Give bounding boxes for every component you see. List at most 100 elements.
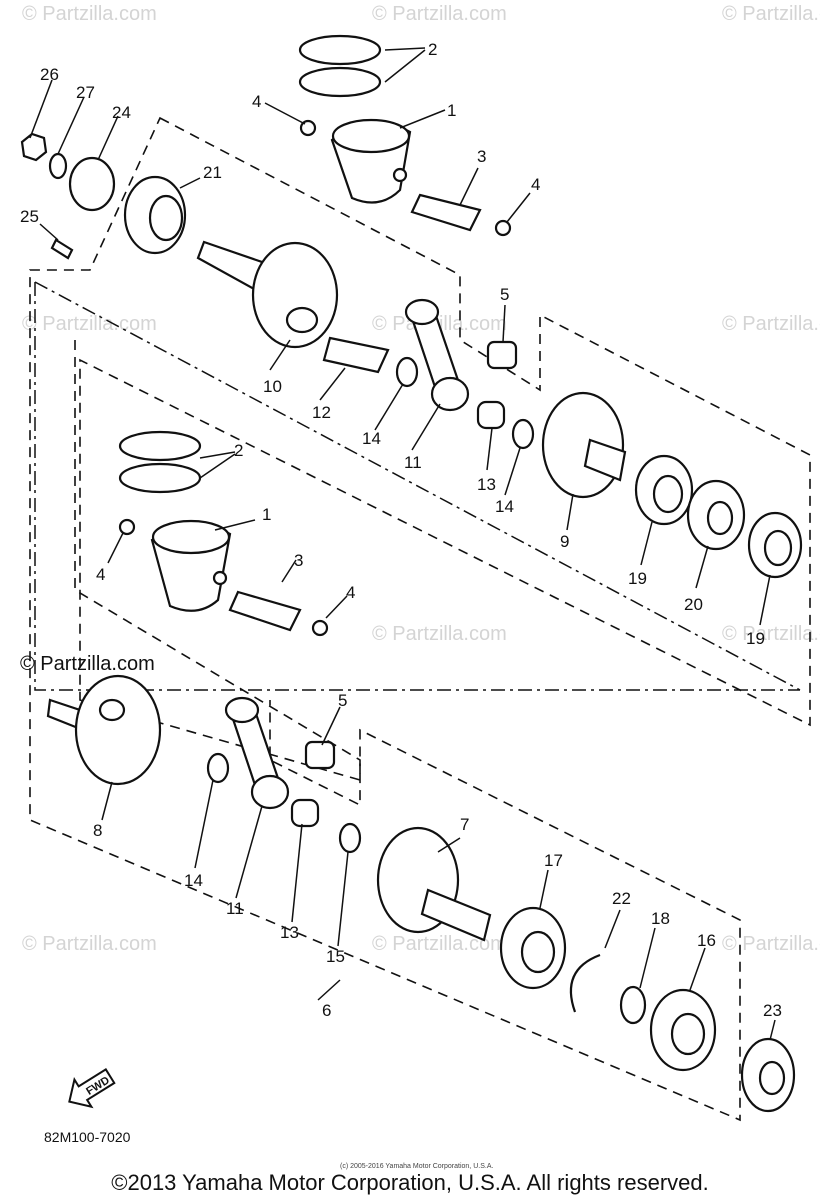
shim-18 <box>619 985 647 1025</box>
callout-4-upper-left: 4 <box>252 92 261 111</box>
nut-26 <box>20 132 48 162</box>
bearing-19a <box>634 454 694 526</box>
callout-8: 8 <box>93 821 102 840</box>
big-end-bearing-upper <box>476 400 506 430</box>
ring-upper-1 <box>298 34 382 66</box>
washer-15 <box>338 822 362 854</box>
watermark-7: © Partzilla.com <box>372 623 507 645</box>
callout-7: 7 <box>460 815 469 834</box>
bearing-21 <box>123 175 187 255</box>
watermark-9: © Partzilla.com <box>22 933 157 955</box>
labyrinth-seal-20 <box>686 479 746 551</box>
axis-line-frame <box>34 282 800 691</box>
callout-18: 18 <box>651 909 670 928</box>
oil-seal-23 <box>740 1037 796 1113</box>
connecting-rod-lower <box>224 696 290 810</box>
piston-pin-upper <box>410 193 482 232</box>
callout-12: 12 <box>312 403 331 422</box>
callout-19-a: 19 <box>628 569 647 588</box>
piston-rings-upper <box>298 34 382 98</box>
key-25 <box>50 238 74 260</box>
small-end-bearing-lower <box>304 740 336 770</box>
callout-10: 10 <box>263 377 282 396</box>
callout-3-lower: 3 <box>294 551 303 570</box>
callout-24: 24 <box>112 103 131 122</box>
callout-25: 25 <box>20 207 39 226</box>
callout-3-upper: 3 <box>477 147 486 166</box>
callout-14-b: 14 <box>495 497 514 516</box>
callout-4-lower-left: 4 <box>96 565 105 584</box>
piston-rings-lower <box>118 430 202 494</box>
crank-pin-12 <box>322 336 390 374</box>
watermark-3: © Partzilla.com <box>722 3 820 25</box>
sub-outline-lower <box>74 340 361 807</box>
axis-line-top <box>34 281 801 691</box>
callout-numbers: 2 1 3 4 4 26 27 24 21 25 10 12 14 11 5 1… <box>20 40 782 1020</box>
fine-print: (c) 2005-2016 Yamaha Motor Corporation, … <box>340 1163 493 1170</box>
leader-lines <box>29 47 776 1041</box>
callout-19-b: 19 <box>746 629 765 648</box>
callout-2-upper: 2 <box>428 40 437 59</box>
callout-11-lower: 11 <box>226 899 244 918</box>
callout-22: 22 <box>612 889 631 908</box>
callout-26: 26 <box>40 65 59 84</box>
callout-2-lower: 2 <box>234 441 243 460</box>
callout-13-lower: 13 <box>280 923 299 942</box>
watermarks: © Partzilla.com © Partzilla.com © Partzi… <box>22 3 820 955</box>
callout-21: 21 <box>203 163 222 182</box>
copyright-notice: ©2013 Yamaha Motor Corporation, U.S.A. A… <box>111 1170 709 1195</box>
bearing-16 <box>649 988 717 1072</box>
clip-lower-right <box>311 619 329 637</box>
callout-16: 16 <box>697 931 716 950</box>
callout-5-lower: 5 <box>338 691 347 710</box>
callout-14-c: 14 <box>184 871 203 890</box>
bearing-17 <box>499 906 567 990</box>
crank-half-10 <box>196 240 339 349</box>
diagram-code: 82M100-7020 <box>44 1129 131 1145</box>
crank-half-9 <box>541 391 627 499</box>
callout-4-lower-right: 4 <box>346 583 355 602</box>
watermark-dark: © Partzilla.com <box>20 653 155 675</box>
ring-upper-2 <box>298 66 382 98</box>
watermark-6: © Partzilla.com <box>722 313 820 335</box>
thrust-washer-14c <box>206 752 230 784</box>
callout-9: 9 <box>560 532 569 551</box>
circlip-22 <box>569 953 601 1013</box>
callout-1-lower: 1 <box>262 505 271 524</box>
bearing-19b <box>747 511 803 579</box>
assembly-6-outline <box>29 116 811 1122</box>
callout-23: 23 <box>763 1001 782 1020</box>
callout-15: 15 <box>326 947 345 966</box>
watermark-2: © Partzilla.com <box>372 3 507 25</box>
callout-13-upper: 13 <box>477 475 496 494</box>
callout-17: 17 <box>544 851 563 870</box>
watermark-10: © Partzilla.com <box>372 933 507 955</box>
thrust-washer-14b <box>511 418 535 450</box>
clip-upper-right <box>494 219 512 237</box>
connecting-rod-upper <box>404 298 470 412</box>
callout-6: 6 <box>322 1001 331 1020</box>
big-end-bearing-lower <box>290 798 320 828</box>
watermark-8: © Partzilla.com <box>722 623 820 645</box>
watermark-4: © Partzilla.com <box>22 313 157 335</box>
callout-14-a: 14 <box>362 429 381 448</box>
fwd-arrow: FWD <box>68 1068 116 1109</box>
crank-half-8 <box>46 674 162 786</box>
callout-27: 27 <box>76 83 95 102</box>
oil-seal-24 <box>68 156 116 212</box>
clip-lower-left <box>118 518 136 536</box>
watermark-11: © Partzilla.com <box>722 933 820 955</box>
callout-1-upper: 1 <box>447 101 456 120</box>
callout-20: 20 <box>684 595 703 614</box>
small-end-bearing-upper <box>486 340 518 370</box>
washer-27 <box>48 152 68 180</box>
watermark-1: © Partzilla.com <box>22 3 157 25</box>
callout-5-upper: 5 <box>500 285 509 304</box>
thrust-washer-14a <box>395 356 419 388</box>
callout-4-upper-right: 4 <box>531 175 540 194</box>
group-outlines <box>29 116 811 1122</box>
callout-11-upper: 11 <box>404 453 422 472</box>
piston-pin-lower <box>228 590 302 632</box>
crank-half-7 <box>376 826 492 942</box>
